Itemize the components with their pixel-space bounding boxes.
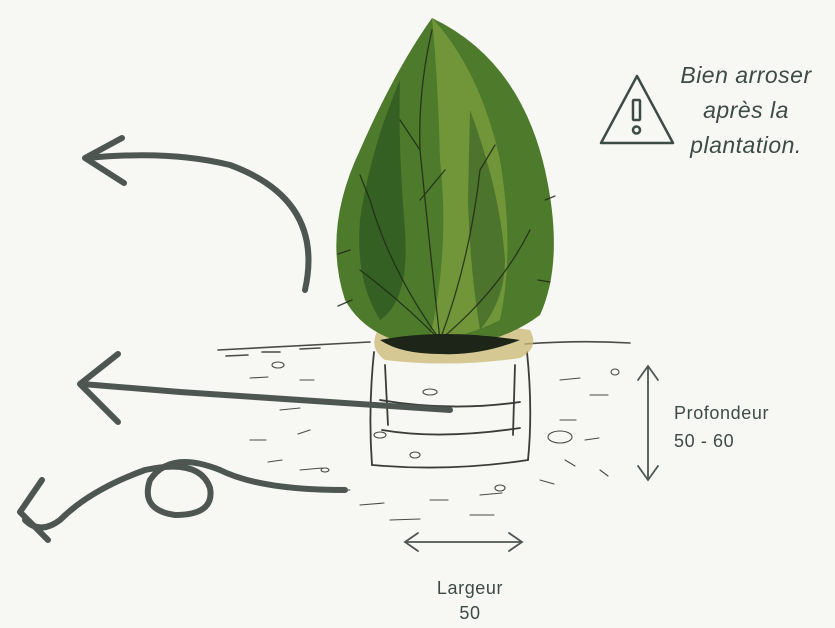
warning-line-2: après la xyxy=(660,93,832,128)
depth-label: Profondeur 50 - 60 xyxy=(674,399,769,455)
depth-title: Profondeur xyxy=(674,399,769,427)
width-arrow-icon xyxy=(405,533,522,551)
arrow-middle-icon xyxy=(80,354,450,422)
arrow-bottom-icon xyxy=(20,462,345,540)
shrub xyxy=(336,18,555,354)
depth-value: 50 - 60 xyxy=(674,427,769,455)
warning-line-1: Bien arroser xyxy=(660,58,832,93)
width-title: Largeur xyxy=(400,576,540,601)
depth-arrow-icon xyxy=(638,366,658,480)
width-value: 50 xyxy=(400,601,540,626)
warning-line-3: plantation. xyxy=(660,128,832,163)
watering-warning: Bien arroser après la plantation. xyxy=(660,58,832,163)
arrow-top-icon xyxy=(85,138,308,290)
width-label: Largeur 50 xyxy=(400,576,540,626)
soil-texture xyxy=(250,362,619,520)
